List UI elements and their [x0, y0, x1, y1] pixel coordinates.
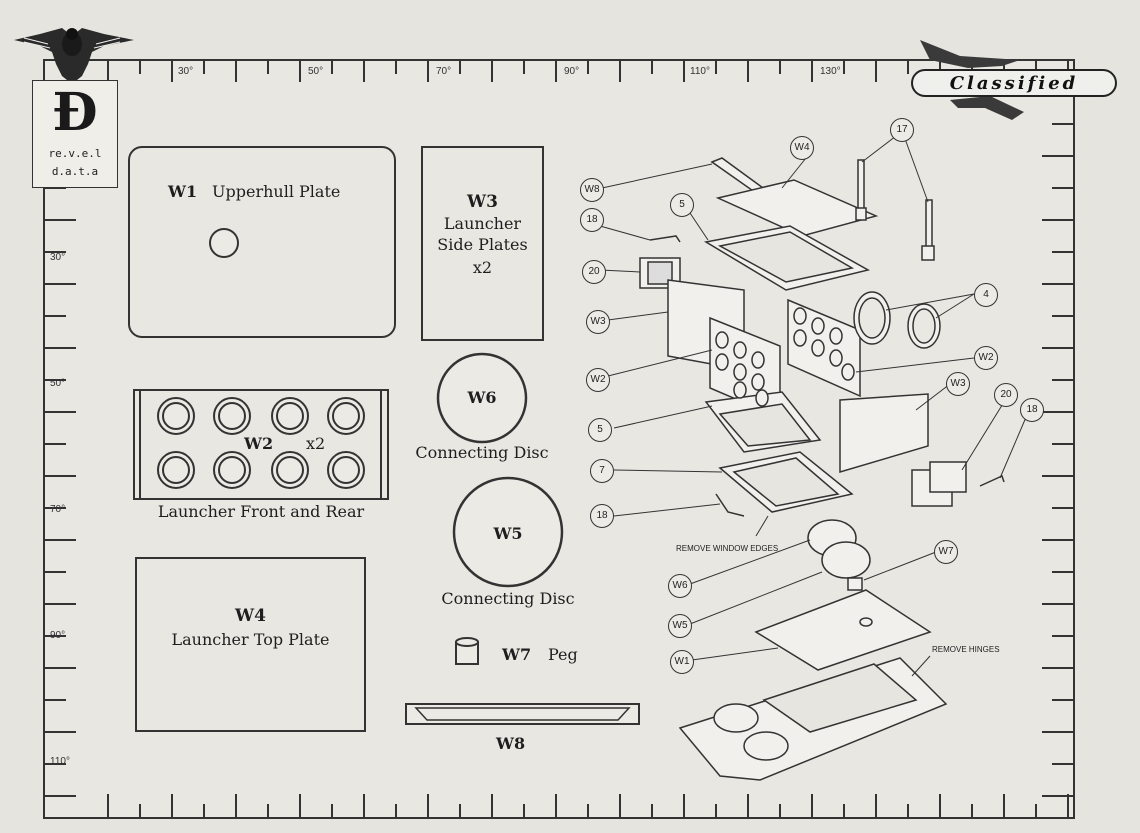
callout: W7 [934, 540, 958, 564]
callout: W6 [668, 574, 692, 598]
assembly-launcher-hole [793, 329, 807, 347]
assembly-launcher-hole [793, 307, 807, 325]
callout: W8 [580, 178, 604, 202]
ruler-top-label: 90° [564, 66, 580, 77]
assembly-launcher-hole [829, 327, 843, 345]
classified-wings-icon [911, 40, 1117, 120]
w2-hole [332, 456, 360, 484]
ruler-top-label: 70° [436, 66, 452, 77]
w2-hole [332, 402, 360, 430]
w3-code: W3 [467, 192, 498, 212]
callout: W4 [790, 136, 814, 160]
callout: 18 [580, 208, 604, 232]
callout: W2 [974, 346, 998, 370]
assembly-launcher-hole [829, 349, 843, 367]
w8-code: W8 [496, 734, 526, 753]
w2-hole [162, 402, 190, 430]
ruler-left-label: 90° [50, 630, 66, 641]
classified-label: Classified [949, 73, 1079, 94]
callout: 18 [1020, 398, 1044, 422]
brand-badge: Ð re.v.e.l d.a.t.a [32, 80, 118, 188]
ruler-top-label: 130° [820, 66, 841, 77]
w2-qty: x2 [306, 434, 326, 453]
w2-code: W2 [244, 434, 274, 453]
w6-name: Connecting Disc [415, 443, 549, 462]
callout: W5 [668, 614, 692, 638]
note-remove-hinges: REMOVE HINGES [932, 645, 1000, 654]
assembly-launcher-hole [811, 317, 825, 335]
assembly-launcher-hole [755, 389, 769, 407]
callout: 4 [974, 283, 998, 307]
w3-name-1: Launcher [443, 214, 522, 233]
callout: W2 [586, 368, 610, 392]
w1-name: Upperhull Plate [212, 182, 341, 201]
w1-code: W1 [168, 182, 198, 201]
ruler-left-label: 70° [50, 504, 66, 515]
callout: W3 [586, 310, 610, 334]
assembly-launcher-hole [841, 363, 855, 381]
assembly-launcher-hole [733, 363, 747, 381]
callout: 5 [670, 193, 694, 217]
w3-qty: x2 [472, 258, 493, 277]
brand-monogram: Ð [52, 82, 98, 143]
ruler-left-label: 110° [50, 756, 70, 767]
w4-name: Launcher Top Plate [171, 630, 330, 649]
note-remove-window-edges: REMOVE WINDOW EDGES [676, 544, 779, 553]
brand-line-2: d.a.t.a [51, 165, 99, 178]
callout: 5 [588, 418, 612, 442]
w2-hole [276, 456, 304, 484]
ruler-left-label: 50° [50, 378, 66, 389]
assembly-launcher-hole [751, 351, 765, 369]
assembly-launcher-hole [733, 381, 747, 399]
w2-hole [162, 456, 190, 484]
assembly-launcher-hole [733, 341, 747, 359]
ruler-top-label: 110° [690, 66, 710, 77]
callout: 17 [890, 118, 914, 142]
w5-code: W5 [493, 524, 523, 543]
callout: 20 [582, 260, 606, 284]
callout: 20 [994, 383, 1018, 407]
w2-name: Launcher Front and Rear [157, 502, 365, 521]
part-w2-launcher-front-rear [133, 389, 389, 500]
callout: W1 [670, 650, 694, 674]
eagle-emblem-icon [14, 28, 134, 84]
w6-code: W6 [467, 388, 497, 407]
w7-code: W7 [502, 645, 532, 664]
part-w3-side-plates [421, 146, 544, 341]
callout: 7 [590, 459, 614, 483]
w2-hole [218, 456, 246, 484]
callout: 18 [590, 504, 614, 528]
ruler-top-label: 30° [178, 66, 194, 77]
w4-code: W4 [235, 606, 266, 626]
part-w4-launcher-top-plate [135, 557, 366, 732]
ruler-left-label: 30° [50, 252, 66, 263]
w3-name-2: Side Plates [437, 235, 528, 254]
assembly-launcher-hole [715, 331, 729, 349]
ruler-top-label: 50° [308, 66, 324, 77]
brand-line-1: re.v.e.l [48, 147, 102, 160]
w8-strip-shape [405, 703, 640, 725]
callout: W3 [946, 372, 970, 396]
assembly-launcher-hole [715, 353, 729, 371]
w2-hole [218, 402, 246, 430]
peg-shape [455, 637, 479, 665]
assembly-launcher-hole [751, 373, 765, 391]
w7-name: Peg [548, 645, 578, 664]
w2-hole [276, 402, 304, 430]
w5-name: Connecting Disc [441, 589, 575, 608]
assembly-launcher-hole [811, 339, 825, 357]
part-w1-upperhull-plate [128, 146, 396, 338]
